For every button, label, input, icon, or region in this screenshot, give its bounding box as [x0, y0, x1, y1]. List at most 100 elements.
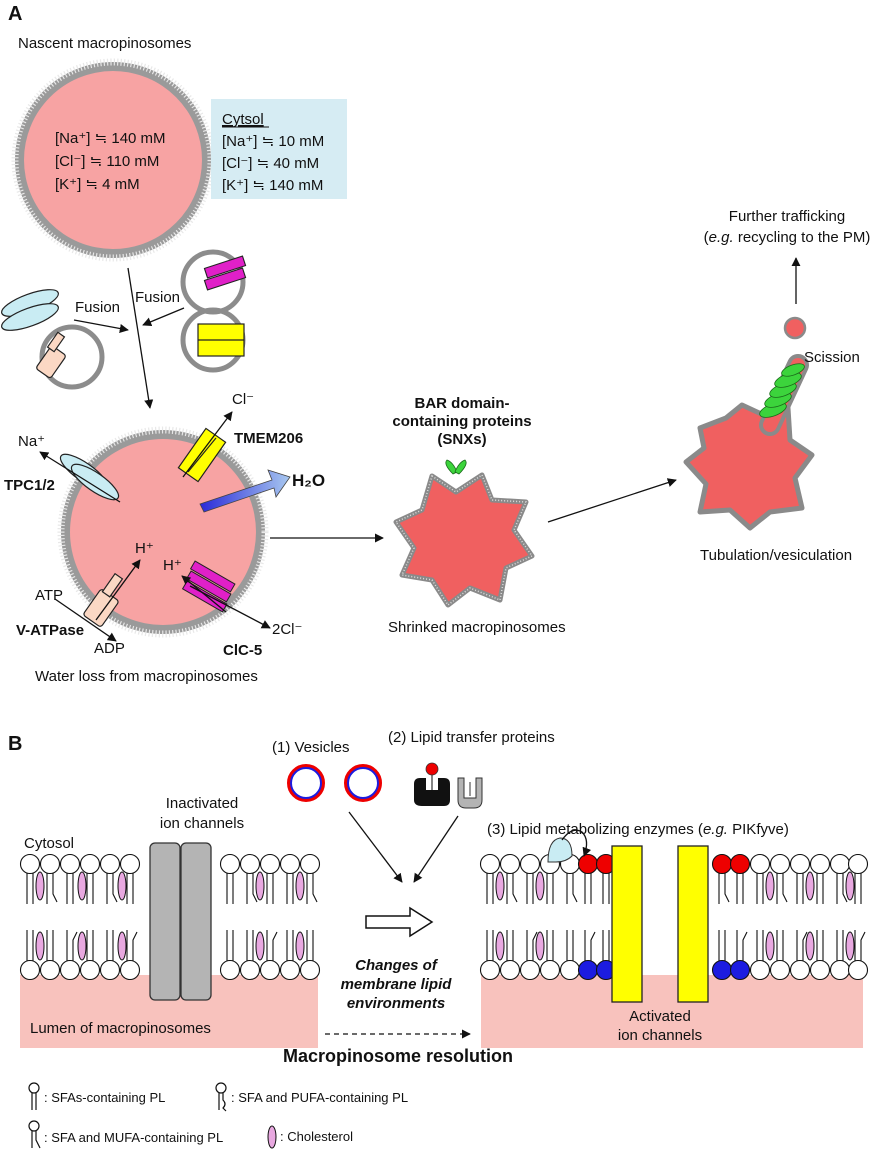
lipid-head — [729, 959, 751, 981]
lipid-head — [769, 853, 791, 875]
water-loss-label: Water loss from macropinosomes — [35, 668, 258, 685]
further-label-1: Further trafficking — [729, 208, 845, 225]
cholesterol — [805, 871, 815, 901]
lipid-head — [239, 959, 261, 981]
resolution-label: Macropinosome resolution — [283, 1046, 513, 1066]
lipid-head — [479, 959, 501, 981]
lipid-head — [847, 853, 869, 875]
lipid-head — [519, 853, 541, 875]
cholesterol — [117, 931, 127, 961]
cytosol-cl: [Cl⁻] ≒ 40 mM — [222, 155, 319, 172]
lipid-tail — [526, 873, 534, 904]
lipid-head — [259, 853, 281, 875]
lipid-head — [79, 853, 101, 875]
lipid-tail — [602, 873, 610, 904]
cholesterol — [295, 931, 305, 961]
vesicle-cyan — [1, 289, 59, 331]
lipid-head — [259, 959, 281, 981]
further-rest: recycling to the PM) — [734, 229, 871, 246]
lipid-head — [499, 853, 521, 875]
cholesterol — [35, 871, 45, 901]
bar-label-3: (SNXs) — [437, 431, 486, 448]
lipid-tail — [486, 873, 494, 904]
clc5-label: ClC-5 — [223, 642, 262, 659]
activated-label-1: Activated — [629, 1008, 691, 1025]
lipid-head — [829, 853, 851, 875]
atp-adp-arrow — [54, 598, 117, 642]
legend-cholesterol: : Cholesterol — [280, 1129, 353, 1144]
lipid-tail — [816, 873, 824, 904]
ltp-label: (2) Lipid transfer proteins — [388, 729, 555, 746]
panel-b-letter: B — [8, 733, 22, 755]
lipid-transfer-protein-gray — [457, 777, 483, 809]
lipid-head — [559, 959, 581, 981]
fusion-left-label: Fusion — [75, 299, 120, 316]
nascent-title: Nascent macropinosomes — [18, 35, 191, 52]
cholesterol — [255, 871, 265, 901]
cholesterol — [805, 931, 815, 961]
down-arrow — [127, 267, 154, 409]
lipid-head — [299, 853, 321, 875]
vesicle-arrow — [348, 811, 403, 883]
cholesterol — [535, 871, 545, 901]
further-eg: e.g. — [709, 229, 734, 246]
tpc-label: TPC1/2 — [4, 477, 55, 494]
enzymes-post: PIKfyve) — [728, 821, 789, 838]
lipid-head — [711, 853, 733, 875]
lipid-tail — [718, 930, 726, 961]
cholesterol — [845, 871, 855, 901]
lipid-tail — [836, 873, 848, 904]
panel-a-letter: A — [8, 3, 22, 25]
lipid-tail — [246, 930, 254, 961]
lipid-head — [219, 853, 241, 875]
cytosol-title: Cytsol — [222, 111, 264, 128]
lipid-head — [119, 853, 141, 875]
fusion-left-arrow — [73, 319, 129, 333]
lipid-tail — [226, 873, 234, 904]
lipid-tail — [526, 930, 538, 961]
lipid-tail — [106, 873, 118, 904]
lipid-tail — [26, 930, 34, 961]
changes-label-2: membrane lipid — [341, 976, 453, 993]
lipid-head — [59, 853, 81, 875]
h-arrow-vatpase — [95, 559, 141, 621]
lipid-tail — [486, 930, 494, 961]
bar-label-1: BAR domain- — [415, 395, 510, 412]
tubule — [759, 354, 809, 436]
scission-label: Scission — [804, 349, 860, 366]
lipid-tail — [836, 930, 844, 961]
further-label-2: (e.g. recycling to the PM) — [704, 229, 871, 246]
lipid-tail — [736, 873, 744, 904]
lipid-head — [279, 853, 301, 875]
lipid-vesicle-2 — [344, 764, 382, 802]
changes-label-1: Changes of — [355, 957, 439, 974]
adp-label: ADP — [94, 640, 125, 657]
lipid-head — [279, 959, 301, 981]
lipid-tail — [796, 930, 808, 961]
activated-channel-left — [611, 845, 643, 1003]
na-arrow — [39, 451, 121, 503]
lipid-tail — [584, 873, 592, 904]
lipid-tail — [756, 873, 764, 904]
h2o-label: H₂O — [292, 471, 325, 490]
h-plus-label-1: H⁺ — [135, 540, 154, 557]
tmem-label: TMEM206 — [234, 430, 303, 447]
cl-arrow — [182, 411, 233, 478]
lipid-head — [79, 959, 101, 981]
inactivated-channel-left — [149, 842, 181, 1001]
lipid-head — [769, 959, 791, 981]
inactivated-label-1: Inactivated — [166, 795, 239, 812]
open-arrow — [365, 906, 434, 938]
cholesterol — [495, 931, 505, 961]
membrane-right — [479, 853, 869, 981]
cholesterol — [35, 931, 45, 961]
two-cl-label: 2Cl⁻ — [272, 621, 302, 638]
lipid-tail — [266, 930, 278, 961]
lipid-head — [577, 853, 599, 875]
h-plus-label-2: H⁺ — [163, 557, 182, 574]
tubulation-macropinosome — [683, 402, 815, 531]
lipid-tail — [854, 873, 862, 904]
cytosol-na: [Na⁺] ≒ 10 mM — [222, 133, 324, 150]
bar-protein-shrinked — [445, 459, 467, 475]
lipid-head — [829, 959, 851, 981]
